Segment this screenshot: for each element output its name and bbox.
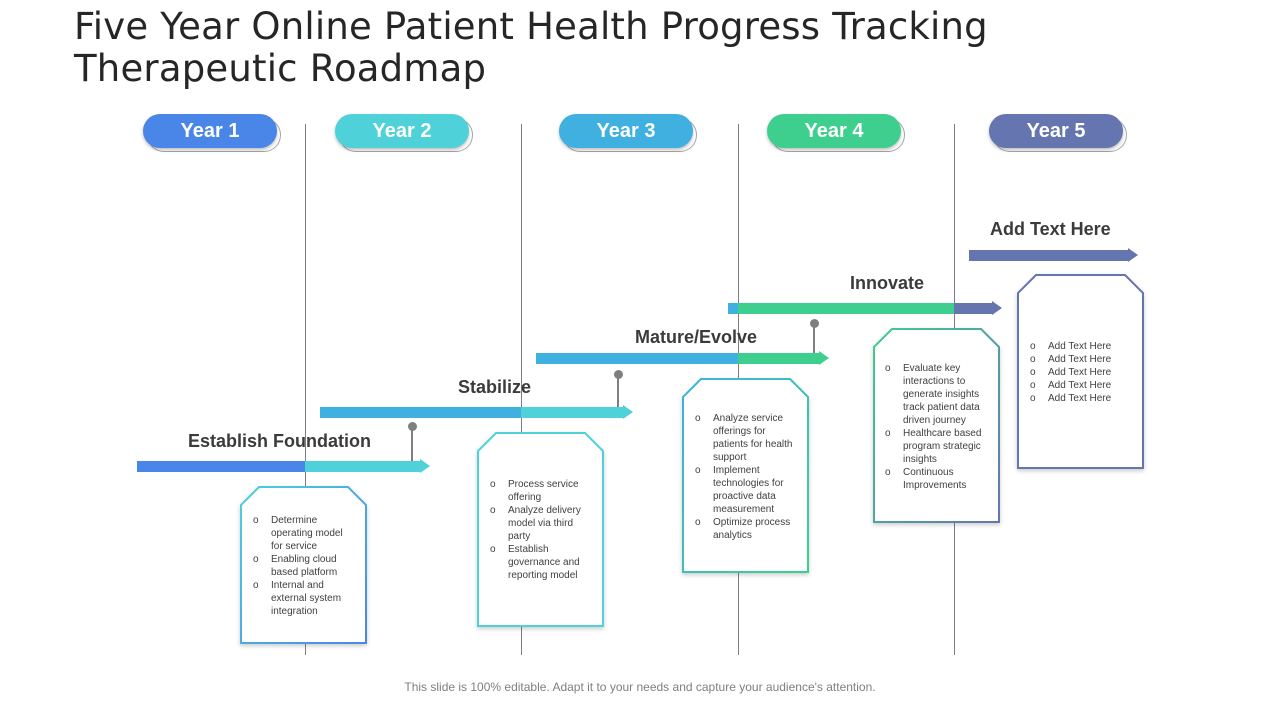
stage-bar-segment: [305, 461, 420, 472]
year-5-label: Year 5: [989, 114, 1123, 148]
arrowhead-icon: [819, 351, 829, 365]
year-3-pill: Year 3: [559, 114, 699, 154]
stage-label-innovate: Innovate: [850, 273, 925, 293]
stage-bar-segment: [738, 303, 954, 314]
list-item: Implement technologies for proactive dat…: [695, 464, 799, 516]
stage-label-add-text: Add Text Here: [990, 219, 1111, 239]
list-item: Optimize process analytics: [695, 516, 799, 542]
pin-stem: [411, 426, 413, 461]
stage-label-establish-foundation: Establish Foundation: [188, 431, 371, 451]
stage-bar-segment: [738, 353, 819, 364]
footer-note: This slide is 100% editable. Adapt it to…: [404, 680, 876, 694]
list-item: Add Text Here: [1030, 366, 1134, 379]
list-item: Establish governance and reporting model: [490, 543, 590, 582]
year-1-label: Year 1: [143, 114, 277, 148]
year-4-label: Year 4: [767, 114, 901, 148]
list-item: Determine operating model for service: [253, 514, 353, 553]
arrowhead-icon: [992, 301, 1002, 315]
slide-title: Five Year Online Patient Health Progress…: [74, 5, 988, 90]
card-5-list: Add Text Here Add Text Here Add Text Her…: [1030, 340, 1134, 405]
stage-card-4: Evaluate key interactions to generate in…: [873, 328, 1000, 523]
divider-line: [305, 124, 306, 655]
card-3-list: Analyze service offerings for patients f…: [695, 412, 799, 542]
year-3-label: Year 3: [559, 114, 693, 148]
stage-card-2: Process service offering Analyze deliver…: [477, 432, 604, 627]
stage-card-5: Add Text Here Add Text Here Add Text Her…: [1017, 274, 1144, 469]
arrowhead-icon: [623, 405, 633, 419]
card-2-list: Process service offering Analyze deliver…: [490, 478, 590, 582]
list-item: Healthcare based program strategic insig…: [885, 427, 991, 466]
card-4-list: Evaluate key interactions to generate in…: [885, 362, 991, 492]
stage-bar-segment: [954, 303, 992, 314]
list-item: Internal and external system integration: [253, 579, 353, 618]
stage-bar-segment: [969, 250, 1128, 261]
list-item: Enabling cloud based platform: [253, 553, 353, 579]
stage-bar-segment: [320, 407, 521, 418]
list-item: Analyze service offerings for patients f…: [695, 412, 799, 464]
stage-label-mature-evolve: Mature/Evolve: [635, 327, 758, 347]
card-1-list: Determine operating model for service En…: [253, 514, 353, 618]
year-5-pill: Year 5: [989, 114, 1129, 154]
divider-line: [521, 124, 522, 655]
arrowhead-icon: [420, 459, 430, 473]
list-item: Add Text Here: [1030, 340, 1134, 353]
list-item: Evaluate key interactions to generate in…: [885, 362, 991, 427]
stage-bar-segment: [137, 461, 305, 472]
pin-stem: [617, 374, 619, 407]
list-item: Add Text Here: [1030, 392, 1134, 405]
stage-bar-segment: [728, 303, 738, 314]
year-4-pill: Year 4: [767, 114, 907, 154]
stage-bar-segment: [536, 353, 738, 364]
stage-bar-segment: [521, 407, 623, 418]
list-item: Process service offering: [490, 478, 590, 504]
list-item: Analyze delivery model via third party: [490, 504, 590, 543]
stage-card-1: Determine operating model for service En…: [240, 486, 367, 644]
stage-label-stabilize: Stabilize: [458, 377, 532, 397]
list-item: Add Text Here: [1030, 379, 1134, 392]
year-1-pill: Year 1: [143, 114, 283, 154]
year-2-label: Year 2: [335, 114, 469, 148]
arrowhead-icon: [1128, 248, 1138, 262]
list-item: Continuous Improvements: [885, 466, 991, 492]
year-2-pill: Year 2: [335, 114, 475, 154]
stage-card-3: Analyze service offerings for patients f…: [682, 378, 809, 573]
pin-stem: [813, 323, 815, 353]
list-item: Add Text Here: [1030, 353, 1134, 366]
